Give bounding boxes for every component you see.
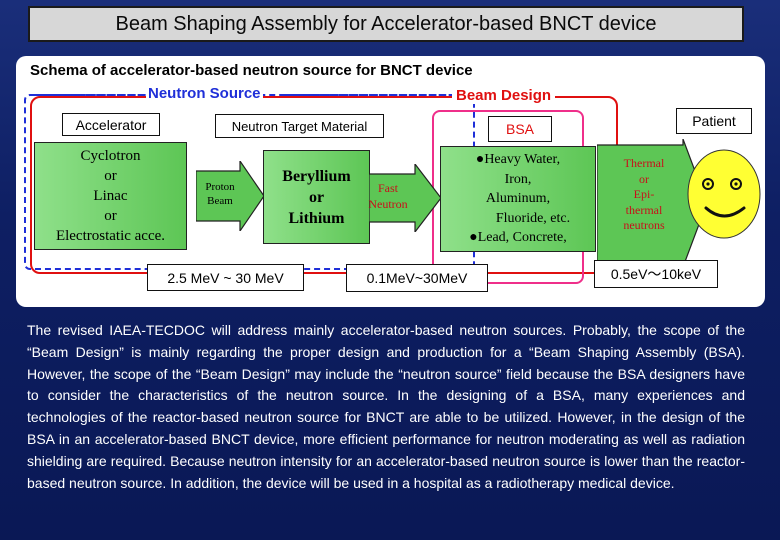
accelerator-label-box: Accelerator	[62, 113, 160, 136]
target-material-label-box: Neutron Target Material	[215, 114, 384, 138]
accelerator-label: Accelerator	[75, 116, 147, 133]
accelerator-line: Electrostatic acce.	[55, 228, 166, 244]
thermal-line: Epi-	[633, 187, 655, 201]
accelerator-line: Cyclotron	[80, 148, 141, 164]
fast-neutron-text: Fast Neutron	[360, 180, 416, 212]
energy-proton: 2.5 MeV ~ 30 MeV	[167, 269, 284, 286]
thermal-line: Thermal	[623, 156, 665, 170]
neutron-source-dash-left	[34, 94, 154, 96]
bsa-material-line: Iron,	[504, 171, 532, 187]
bsa-material-line: ●Heavy Water,	[475, 152, 561, 168]
energy-fast: 0.1MeV~30MeV	[366, 270, 468, 286]
proton-beam-line: Beam	[207, 195, 233, 207]
thermal-line: neutrons	[623, 218, 665, 232]
bsa-label: BSA	[505, 121, 534, 137]
energy-fast-box: 0.1MeV~30MeV	[346, 264, 488, 292]
accelerator-line: or	[104, 208, 117, 224]
fast-neutron-line: Neutron	[368, 197, 408, 211]
energy-proton-box: 2.5 MeV ~ 30 MeV	[147, 264, 304, 291]
target-box: Beryllium or Lithium	[263, 150, 370, 244]
energy-thermal: 0.5eV～10keV	[610, 266, 702, 282]
fast-neutron-arrow	[369, 164, 443, 232]
schema-panel: Schema of accelerator-based neutron sour…	[16, 56, 765, 307]
proton-beam-arrow	[196, 161, 266, 231]
thermal-neutron-text: Thermal or Epi- thermal neutrons	[608, 156, 680, 234]
bsa-material-line: Aluminum,	[485, 191, 551, 207]
bsa-material-line: Fluoride, etc.	[495, 210, 571, 226]
energy-thermal-box: 0.5eV～10keV	[594, 260, 718, 288]
thermal-line: or	[639, 171, 649, 186]
description-paragraph: The revised IAEA-TECDOC will address mai…	[27, 322, 745, 491]
proton-beam-text: Proton Beam	[199, 180, 241, 208]
thermal-line: thermal	[625, 202, 663, 217]
target-line: Lithium	[288, 209, 345, 227]
patient-label: Patient	[692, 113, 736, 129]
bsa-label-box: BSA	[488, 116, 552, 142]
neutron-source-label: Neutron Source	[146, 85, 263, 102]
proton-beam-line: Proton	[205, 181, 235, 193]
target-material-label: Neutron Target Material	[231, 118, 368, 134]
patient-smiley-icon	[686, 148, 762, 245]
bsa-material-line: ●Lead, Concrete,	[469, 230, 567, 246]
description-text: The revised IAEA-TECDOC will address mai…	[27, 320, 745, 494]
accelerator-box: Cyclotron or Linac or Electrostatic acce…	[34, 142, 187, 250]
page-title-text: Beam Shaping Assembly for Accelerator-ba…	[115, 12, 657, 35]
target-line: or	[308, 188, 325, 206]
beam-design-label: Beam Design	[452, 88, 556, 104]
accelerator-line: or	[104, 168, 117, 184]
patient-label-box: Patient	[676, 108, 752, 134]
page-title: Beam Shaping Assembly for Accelerator-ba…	[28, 6, 744, 42]
schema-heading: Schema of accelerator-based neutron sour…	[30, 62, 473, 79]
accelerator-line: Linac	[93, 188, 128, 204]
bsa-materials-box: ●Heavy Water, Iron, Aluminum, Fluoride, …	[440, 146, 596, 252]
neutron-source-dash-right	[284, 94, 456, 96]
fast-neutron-line: Fast	[377, 181, 398, 195]
target-line: Beryllium	[282, 167, 351, 185]
